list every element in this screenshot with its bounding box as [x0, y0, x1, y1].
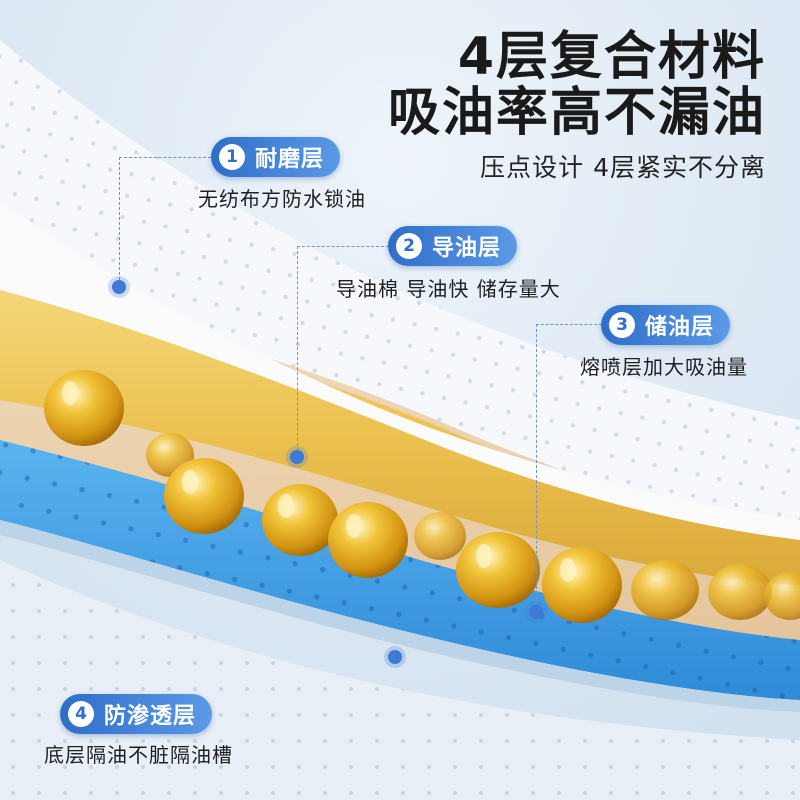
headline-line2: 吸油率高不漏油	[387, 83, 766, 143]
connector-line-1	[119, 157, 120, 285]
layer-1-number: 1	[219, 144, 245, 170]
headline-line1: 4层复合材料	[457, 27, 766, 87]
connector-line-3	[536, 324, 537, 609]
layer-3-name: 储油层	[645, 315, 715, 340]
oil-beads	[44, 370, 800, 623]
layer-1-badge: 1 耐磨层	[211, 137, 341, 177]
layer-1-name: 耐磨层	[255, 147, 325, 172]
layer-4-name: 防渗透层	[104, 704, 197, 729]
layer-2-name: 导油层	[432, 236, 502, 261]
layer-3-marker	[529, 605, 543, 619]
layer-2-badge: 2 导油层	[388, 226, 518, 266]
layer-4-badge: 4 防渗透层	[60, 694, 213, 734]
layer-4-description: 底层隔油不脏隔油槽	[44, 743, 233, 767]
layer-4-number: 4	[68, 701, 94, 727]
headline-subtitle: 压点设计 4层紧实不分离	[480, 153, 766, 182]
layer-4-marker	[388, 650, 402, 664]
layer-2-description: 导油棉 导油快 储存量大	[336, 277, 561, 301]
connector-line-2	[297, 246, 298, 456]
layer-3-description: 熔喷层加大吸油量	[580, 355, 748, 379]
connector-h-2	[297, 246, 389, 247]
layer-2-marker	[290, 450, 304, 464]
layer-1-marker	[112, 280, 126, 294]
connector-h-1	[119, 157, 211, 158]
layer-3-number: 3	[609, 312, 635, 338]
layer-3-badge: 3 储油层	[601, 305, 731, 345]
layer-2-number: 2	[396, 233, 422, 259]
connector-h-3	[536, 324, 602, 325]
layer-1-description: 无纺布方防水锁油	[198, 187, 366, 211]
